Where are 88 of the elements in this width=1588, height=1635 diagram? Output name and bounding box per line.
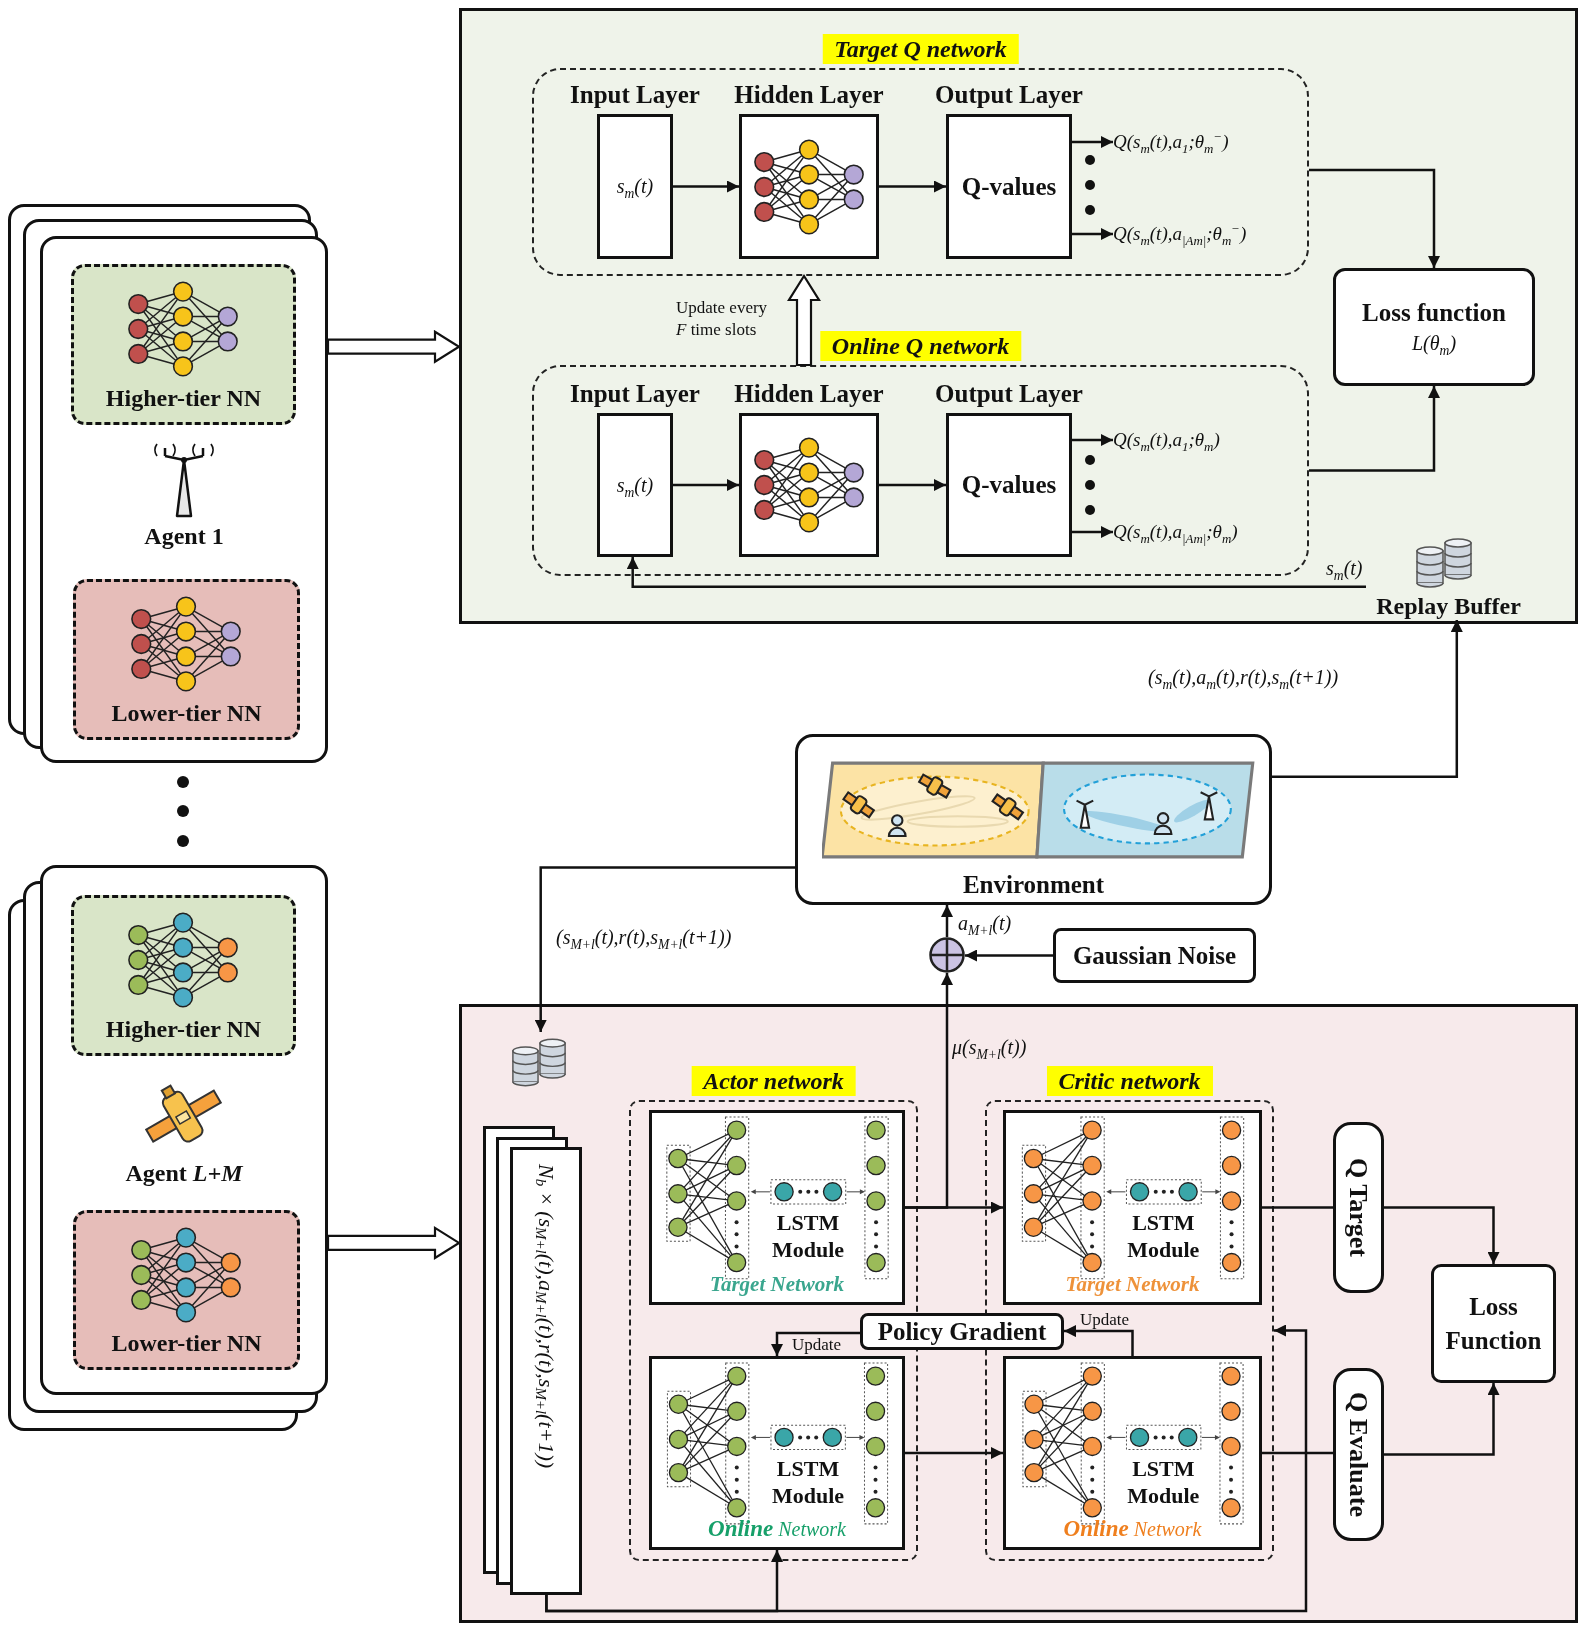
arrow — [965, 949, 1053, 962]
hollow-arrow — [326, 1225, 462, 1260]
arrow — [771, 1331, 860, 1356]
panel — [459, 1004, 1578, 1623]
layer-heading: Output Layer — [935, 81, 1083, 109]
arrow — [1072, 228, 1113, 240]
agent-card — [40, 865, 328, 1395]
replay-buffer-label: Replay Buffer — [1375, 592, 1522, 620]
group-heading: Actor network — [691, 1066, 856, 1096]
tier-label: Higher-tier NN — [104, 384, 263, 412]
arrow — [673, 479, 739, 491]
q-value-label: Q(s$_{m}$(t),a$_{1}$;θ$_{m}$$^{−}$) — [1113, 126, 1305, 158]
tier-label: Lower-tier NN — [110, 699, 263, 727]
layer-heading: Hidden Layer — [734, 81, 884, 109]
layer-heading: Input Layer — [570, 380, 700, 408]
nn-panel — [71, 895, 296, 1056]
q-value-label: Q(s$_{m}$(t),a$_{1}$;θ$_{m}$) — [1113, 424, 1305, 456]
connector-line — [1262, 1451, 1333, 1455]
agent-label: Agent 1 — [143, 522, 225, 550]
edge-label: a$_{M+l}$(t) — [958, 911, 1012, 936]
state-label: s$_{m}$(t) — [616, 175, 654, 198]
environment-box — [795, 734, 1272, 905]
summation-circle — [929, 937, 965, 973]
connector-line — [1262, 1206, 1333, 1209]
stacked-sheets — [483, 1126, 582, 1595]
module-label: LSTM Module — [770, 1454, 846, 1509]
loss-function-box — [1333, 268, 1535, 386]
layer-heading: Hidden Layer — [734, 380, 884, 408]
edge-label: μ(s$_{M+l}$(t)) — [952, 1035, 1027, 1060]
arrow — [1072, 136, 1113, 148]
nn-panel — [73, 1210, 300, 1370]
arrow — [673, 180, 739, 193]
hollow-arrow — [787, 273, 821, 367]
arrow — [1309, 168, 1440, 268]
arrow — [1309, 386, 1440, 472]
arrow — [545, 1324, 1308, 1613]
arrow — [534, 866, 795, 1032]
module-label: LSTM Module — [770, 1209, 846, 1264]
layer-value: Q-values — [961, 172, 1057, 201]
nn-panel — [73, 579, 300, 740]
tier-label: Lower-tier NN — [110, 1329, 263, 1357]
edge-label: Update — [792, 1334, 842, 1356]
environment-label: Environment — [961, 870, 1106, 900]
q-value-label: Q(s$_{m}$(t),a$_{|Am|}$;θ$_{m}$$^{−}$) — [1113, 218, 1305, 250]
arrow — [1064, 1325, 1134, 1356]
process-box: Loss Function — [1431, 1264, 1556, 1383]
network-label: Target Network — [1064, 1271, 1201, 1297]
arrow — [941, 905, 953, 937]
group-heading: Online Q network — [819, 331, 1022, 361]
rounded-box: Q Evaluate — [1333, 1368, 1384, 1541]
arrow — [1072, 434, 1113, 446]
tier-label: Higher-tier NN — [104, 1015, 263, 1043]
arrow — [1272, 620, 1463, 779]
agent-card — [40, 236, 328, 763]
group-heading: Critic network — [1046, 1066, 1213, 1096]
layer-heading: Input Layer — [570, 81, 700, 109]
edge-label: s$_{m}$(t) — [1326, 556, 1363, 581]
panel — [459, 8, 1578, 624]
network-label: Target Network — [709, 1271, 845, 1297]
module-label: LSTM Module — [1126, 1209, 1201, 1264]
q-value-label: Q(s$_{m}$(t),a$_{|Am|}$;θ$_{m}$) — [1113, 516, 1305, 548]
process-box: Gaussian Noise — [1053, 928, 1256, 983]
network-label: Online Network — [1062, 1516, 1203, 1542]
process-box: Policy Gradient — [860, 1313, 1064, 1350]
arrow — [1072, 526, 1113, 538]
agent-label: Agent L+M — [124, 1159, 244, 1187]
arrow — [626, 557, 1366, 589]
box-title: Loss function — [1362, 298, 1506, 328]
layer-heading: Output Layer — [935, 380, 1083, 408]
arrow — [879, 180, 946, 193]
layer-value: Q-values — [961, 471, 1057, 499]
group-heading: Target Q network — [822, 34, 1019, 64]
hollow-arrow — [326, 329, 462, 364]
arrow — [1384, 1383, 1500, 1456]
module-label: LSTM Module — [1126, 1454, 1201, 1509]
edge-label: Update every F time slots — [676, 297, 769, 342]
edge-label: Update — [1080, 1309, 1130, 1331]
edge-label: (s$_{m}$(t),a$_{m}$(t),r(t),s$_{m}$(t+1)) — [1148, 665, 1339, 690]
nn-panel — [71, 264, 296, 425]
arrow — [905, 1201, 1003, 1214]
state-label: s$_{m}$(t) — [616, 473, 654, 497]
edge-label: (s$_{M+l}$(t),r(t),s$_{M+l}$(t+1)) — [556, 925, 732, 950]
network-label: Online Network — [707, 1516, 847, 1542]
arrow — [1384, 1206, 1500, 1264]
arrow — [879, 479, 946, 491]
arrow — [905, 1447, 1003, 1459]
rounded-box: Q Target — [1333, 1122, 1384, 1293]
formula-label: L(θ$_{m}$) — [1411, 331, 1457, 357]
